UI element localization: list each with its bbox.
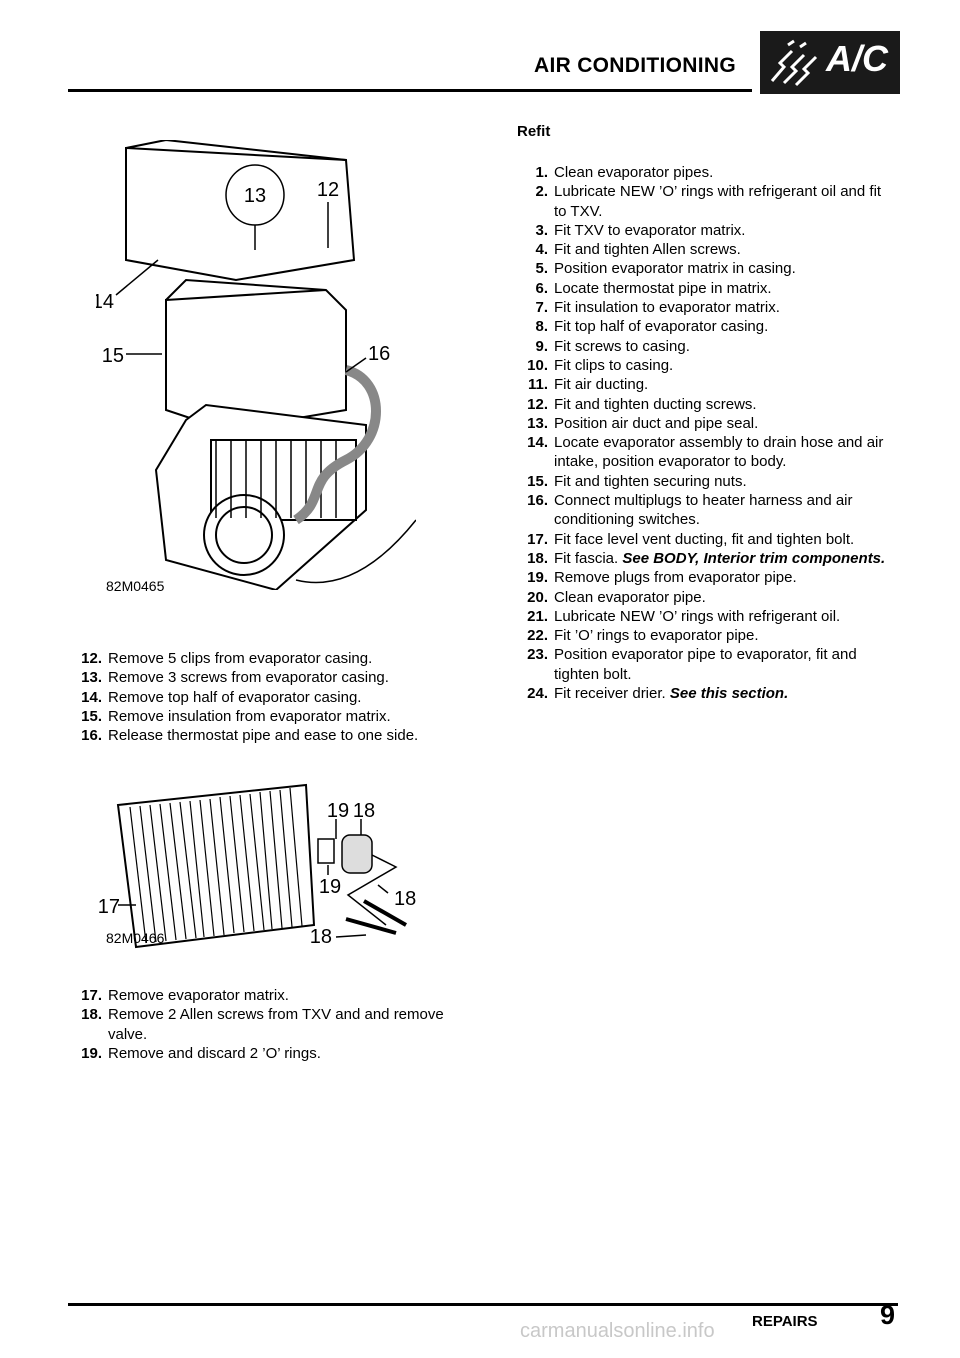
list-item: 18.Fit fascia. See BODY, Interior trim c… bbox=[527, 549, 886, 567]
section-badge-text: A/C bbox=[826, 38, 888, 79]
list-item: 20.Clean evaporator pipe. bbox=[527, 588, 706, 606]
refit-heading: Refit bbox=[517, 123, 551, 140]
refit-steps-list: 1.Clean evaporator pipes. 2.Lubricate NEW… bbox=[512, 163, 896, 703]
list-item: 18.Remove 2 Allen screws from TXV and an… bbox=[81, 1006, 444, 1043]
list-item: 6.Locate thermostat pipe in matrix. bbox=[535, 279, 772, 297]
list-item: 19.Remove and discard 2 ’O’ rings. bbox=[81, 1044, 321, 1062]
list-item: 24.Fit receiver drier. See this section. bbox=[527, 685, 789, 703]
list-item: 12.Fit and tighten ducting screws. bbox=[527, 395, 757, 413]
header-rule bbox=[68, 89, 752, 92]
list-item: 12.Remove 5 clips from evaporator casing… bbox=[81, 650, 373, 667]
list-item: 19.Remove plugs from evaporator pipe. bbox=[527, 569, 797, 587]
figure2-callout: 18 bbox=[353, 800, 375, 822]
list-item: 11.Fit air ducting. bbox=[527, 376, 649, 394]
page-number: 9 bbox=[880, 1300, 896, 1330]
figure2-callout: 19 bbox=[319, 876, 341, 898]
list-item: 3.Fit TXV to evaporator matrix. bbox=[535, 221, 746, 239]
list-item: 8.Fit top half of evaporator casing. bbox=[535, 318, 769, 336]
figure1-callout: 14 bbox=[96, 291, 114, 313]
list-item: 13.Remove 3 screws from evaporator casin… bbox=[81, 669, 389, 687]
cross-reference: See this section. bbox=[669, 685, 789, 703]
figure-evaporator-casing: 13 12 14 15 16 bbox=[96, 140, 416, 590]
footer-rule bbox=[68, 1303, 898, 1306]
figure1-callout: 16 bbox=[368, 343, 390, 365]
figure2-callout: 17 bbox=[98, 896, 120, 918]
list-item: 4.Fit and tighten Allen screws. bbox=[535, 241, 741, 259]
list-item: 16.Connect multiplugs to heater harness … bbox=[527, 492, 853, 529]
list-item: 16.Release thermostat pipe and ease to o… bbox=[81, 727, 419, 745]
list-item: 2.Lubricate NEW ’O’ rings with refrigera… bbox=[535, 183, 882, 220]
list-item: 15.Fit and tighten securing nuts. bbox=[527, 472, 747, 490]
list-item: 14.Remove top half of evaporator casing. bbox=[81, 688, 362, 706]
list-item: 15.Remove insulation from evaporator mat… bbox=[81, 707, 391, 725]
list-item: 17.Remove evaporator matrix. bbox=[81, 987, 289, 1004]
list-item: 5.Position evaporator matrix in casing. bbox=[535, 260, 796, 278]
watermark: carmanualsonline.info bbox=[520, 1320, 715, 1342]
left-steps-list: 12.Remove 5 clips from evaporator casing… bbox=[66, 649, 466, 745]
figure1-callout: 15 bbox=[102, 345, 124, 367]
figure-evaporator-matrix: 19 18 17 19 18 18 bbox=[98, 783, 416, 949]
figure2-id: 82M0466 bbox=[106, 930, 165, 946]
section-badge: A/C bbox=[760, 31, 900, 94]
list-item: 14.Locate evaporator assembly to drain h… bbox=[527, 434, 884, 471]
left-steps-list-2: 17.Remove evaporator matrix. 18.Remove 2… bbox=[66, 986, 466, 1063]
cross-reference: See BODY, Interior trim components. bbox=[622, 549, 886, 567]
figure2-callout: 18 bbox=[310, 926, 332, 948]
list-item: 21.Lubricate NEW ’O’ rings with refriger… bbox=[527, 607, 841, 625]
list-item: 1.Clean evaporator pipes. bbox=[535, 164, 714, 181]
figure2-callout: 19 bbox=[327, 800, 349, 822]
figure1-callout: 12 bbox=[317, 179, 339, 201]
figure1-callout: 13 bbox=[244, 185, 266, 207]
figure2-callout: 18 bbox=[394, 888, 416, 910]
list-item: 13.Position air duct and pipe seal. bbox=[527, 414, 759, 432]
list-item: 10.Fit clips to casing. bbox=[527, 356, 674, 374]
airflow-icon bbox=[770, 39, 818, 87]
footer-label: REPAIRS bbox=[752, 1313, 818, 1330]
list-item: 23.Position evaporator pipe to evaporato… bbox=[527, 646, 857, 683]
list-item: 22.Fit ’O’ rings to evaporator pipe. bbox=[527, 627, 759, 645]
list-item: 17.Fit face level vent ducting, fit and … bbox=[527, 530, 855, 548]
list-item: 9.Fit screws to casing. bbox=[535, 337, 690, 355]
list-item: 7.Fit insulation to evaporator matrix. bbox=[535, 299, 780, 317]
page-header-title: AIR CONDITIONING bbox=[534, 54, 736, 77]
figure1-id: 82M0465 bbox=[106, 578, 165, 594]
